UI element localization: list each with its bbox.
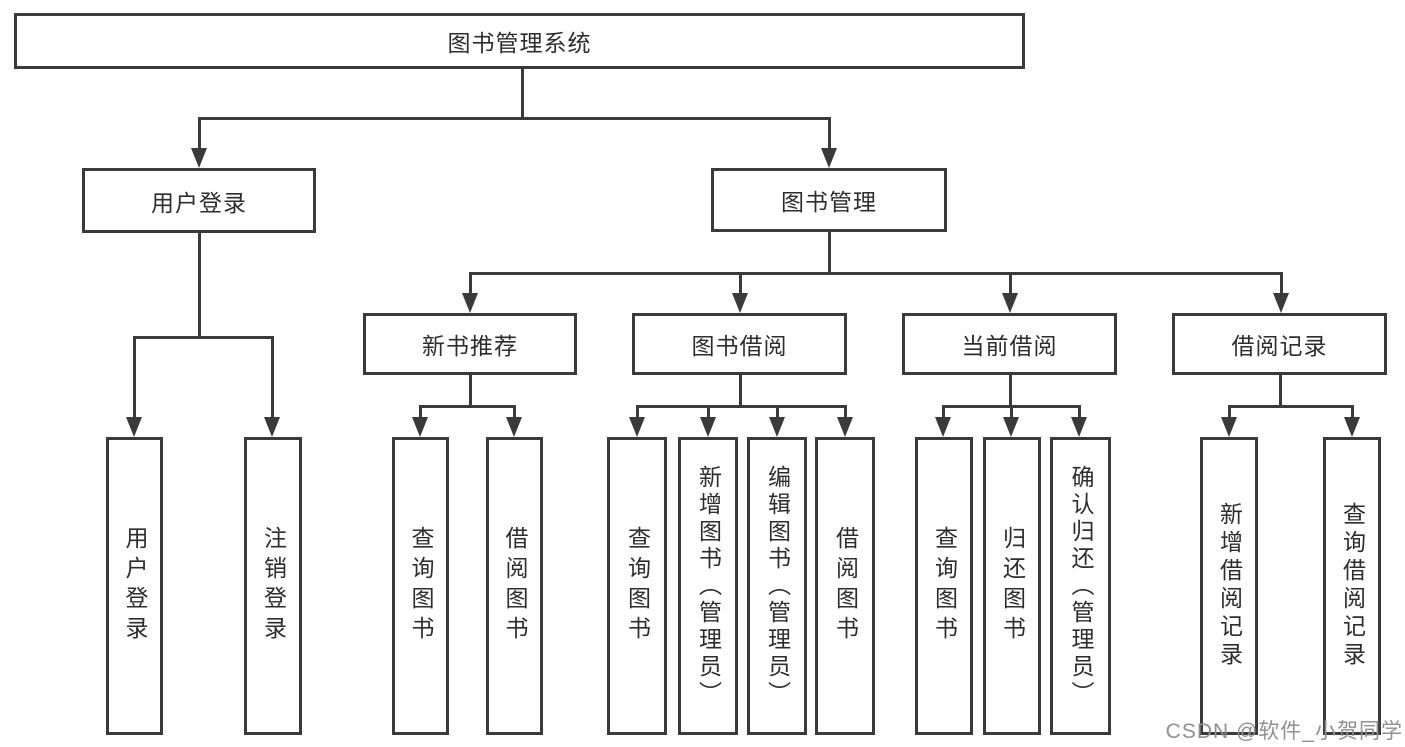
leaf-query-borrow-record: 查询借阅记录 xyxy=(1323,437,1381,735)
connector-to-leaf-query-record xyxy=(1351,405,1354,419)
leaf-return-books: 归还图书 xyxy=(983,437,1041,735)
connector-to-book-borrow xyxy=(739,272,742,295)
leaf-query-books-2: 查询图书 xyxy=(607,437,667,735)
connector-book-management-stem xyxy=(828,232,831,275)
leaf-confirm-return-admin-label: 确认归还（管理员） xyxy=(1068,464,1094,708)
connector-new-book-recommend-stem xyxy=(469,375,472,407)
leaf-add-borrow-record: 新增借阅记录 xyxy=(1200,437,1258,735)
leaf-query-books-1: 查询图书 xyxy=(392,437,449,735)
connector-to-leaf-add-record xyxy=(1228,405,1231,419)
leaf-add-borrow-record-label: 新增借阅记录 xyxy=(1216,502,1243,670)
arrowhead-leaf-user-login xyxy=(126,417,142,437)
connector-to-leaf-borrow-books-1 xyxy=(513,405,516,419)
leaf-borrow-books-2: 借阅图书 xyxy=(815,437,875,735)
connector-new-book-recommend-splitter xyxy=(419,405,516,408)
connector-to-leaf-query-books-1 xyxy=(419,405,422,419)
connector-to-leaf-user-login xyxy=(133,336,136,417)
connector-to-borrow-records xyxy=(1280,272,1283,295)
connector-to-leaf-return-books xyxy=(1010,405,1013,419)
node-book-management-label: 图书管理 xyxy=(781,189,877,215)
csdn-watermark: CSDN @软件_小贺同学 xyxy=(1165,720,1403,743)
connector-to-leaf-logout xyxy=(271,336,274,417)
node-borrow-records-label: 借阅记录 xyxy=(1231,333,1328,359)
leaf-query-borrow-record-label: 查询借阅记录 xyxy=(1339,502,1366,670)
arrowhead-leaf-query-record xyxy=(1344,417,1360,437)
leaf-borrow-books-1: 借阅图书 xyxy=(486,437,543,735)
leaf-edit-books-admin-label: 编辑图书（管理员） xyxy=(764,464,791,708)
connector-book-borrow-splitter xyxy=(636,405,846,408)
connector-to-user-login xyxy=(198,117,201,150)
node-current-borrow-label: 当前借阅 xyxy=(961,333,1058,359)
connector-root-stem xyxy=(521,68,524,119)
connector-to-leaf-borrow-books-2 xyxy=(844,405,847,419)
connector-to-leaf-add-books xyxy=(707,405,710,419)
arrowhead-leaf-edit-books xyxy=(769,417,785,437)
node-book-management: 图书管理 xyxy=(711,168,947,232)
connector-to-book-management xyxy=(828,117,831,150)
arrowhead-borrow-records xyxy=(1273,293,1289,313)
leaf-query-books-2-label: 查询图书 xyxy=(624,526,651,646)
node-new-book-recommend: 新书推荐 xyxy=(363,313,577,375)
arrowhead-leaf-query-books-3 xyxy=(935,417,951,437)
node-user-login: 用户登录 xyxy=(82,168,316,233)
connector-borrow-records-splitter xyxy=(1228,405,1354,408)
connector-to-new-book-recommend xyxy=(469,272,472,295)
arrowhead-leaf-add-record xyxy=(1221,417,1237,437)
leaf-logout-label: 注销登录 xyxy=(260,526,287,646)
arrowhead-leaf-borrow-books-1 xyxy=(506,417,522,437)
arrowhead-leaf-query-books-1 xyxy=(412,417,428,437)
node-borrow-records: 借阅记录 xyxy=(1172,313,1387,375)
leaf-return-books-label: 归还图书 xyxy=(999,526,1026,646)
leaf-add-books-admin-label: 新增图书（管理员） xyxy=(695,464,722,708)
node-current-borrow: 当前借阅 xyxy=(902,313,1117,375)
connector-current-borrow-stem xyxy=(1009,375,1012,407)
arrowhead-leaf-confirm-return xyxy=(1071,417,1087,437)
arrowhead-leaf-add-books xyxy=(700,417,716,437)
leaf-confirm-return-admin: 确认归还（管理员） xyxy=(1050,437,1111,735)
leaf-logout: 注销登录 xyxy=(244,437,302,735)
leaf-add-books-admin: 新增图书（管理员） xyxy=(678,437,738,735)
arrowhead-book-borrow xyxy=(732,293,748,313)
node-root: 图书管理系统 xyxy=(14,13,1025,69)
arrowhead-book-management xyxy=(821,148,837,168)
arrowhead-current-borrow xyxy=(1002,293,1018,313)
connector-book-management-splitter xyxy=(469,272,1283,275)
arrowhead-leaf-logout xyxy=(264,417,280,437)
connector-to-leaf-query-books-3 xyxy=(942,405,945,419)
leaf-edit-books-admin: 编辑图书（管理员） xyxy=(747,437,807,735)
leaf-user-login: 用户登录 xyxy=(106,437,163,735)
node-root-label: 图书管理系统 xyxy=(447,30,592,56)
leaf-query-books-1-label: 查询图书 xyxy=(408,526,434,646)
connector-user-login-splitter xyxy=(133,336,273,339)
connector-to-leaf-confirm-return xyxy=(1078,405,1081,419)
connector-user-login-stem xyxy=(198,233,201,338)
connector-root-splitter xyxy=(198,117,830,120)
connector-to-leaf-query-books-2 xyxy=(636,405,639,419)
arrowhead-leaf-return-books xyxy=(1003,417,1019,437)
arrowhead-user-login xyxy=(191,148,207,168)
node-book-borrow: 图书借阅 xyxy=(632,313,847,375)
leaf-user-login-label: 用户登录 xyxy=(122,526,148,646)
leaf-borrow-books-2-label: 借阅图书 xyxy=(832,526,859,646)
connector-book-borrow-stem xyxy=(739,375,742,407)
leaf-borrow-books-1-label: 借阅图书 xyxy=(502,526,528,646)
node-book-borrow-label: 图书借阅 xyxy=(691,333,788,359)
arrowhead-leaf-borrow-books-2 xyxy=(837,417,853,437)
leaf-query-books-3: 查询图书 xyxy=(915,437,973,735)
connector-borrow-records-stem xyxy=(1279,375,1282,407)
connector-to-leaf-edit-books xyxy=(776,405,779,419)
node-new-book-recommend-label: 新书推荐 xyxy=(422,333,518,359)
arrowhead-leaf-query-books-2 xyxy=(629,417,645,437)
connector-to-current-borrow xyxy=(1009,272,1012,295)
arrowhead-new-book-recommend xyxy=(462,293,478,313)
node-user-login-label: 用户登录 xyxy=(151,189,247,216)
leaf-query-books-3-label: 查询图书 xyxy=(931,526,958,646)
